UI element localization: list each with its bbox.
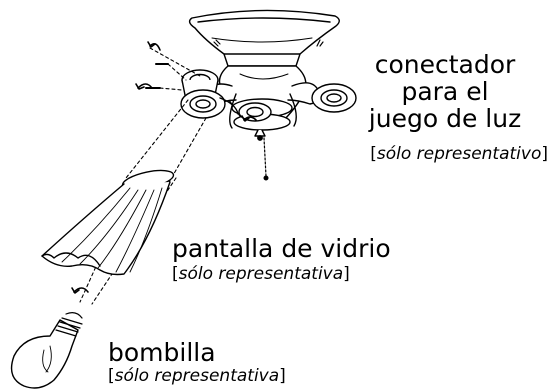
connector-note-text: sólo representativo: [376, 144, 542, 164]
socket-left: [180, 89, 239, 119]
shade-label: pantalla de vidrio: [172, 234, 391, 263]
connector-label-line2: para el: [401, 77, 489, 106]
shade-note-open: [: [172, 264, 179, 284]
rotate-arrows: [71, 41, 257, 294]
shade-note-text: sólo representativa: [178, 264, 344, 284]
bulb-note-close: ]: [279, 366, 286, 386]
glass-shade: [41, 169, 175, 276]
screws: [145, 63, 169, 89]
connector-label: conectador para el juego de luz: [340, 52, 550, 131]
connector-label-line1: conectador: [374, 50, 516, 79]
bulb-label: bombilla: [108, 338, 216, 367]
socket-right: [311, 83, 357, 113]
bulb-note-open: [: [108, 366, 115, 386]
socket-bottom: [238, 102, 272, 122]
connector-note-close: ]: [541, 144, 548, 164]
fan-housing: [188, 9, 340, 67]
light-bulb: [10, 312, 83, 389]
connector-note: [sólo representativo]: [318, 146, 548, 163]
connector-note-open: [: [370, 144, 377, 164]
connector-body: [218, 65, 307, 181]
shade-note-close: ]: [343, 264, 350, 284]
bulb-note-text: sólo representativa: [114, 366, 280, 386]
connector-label-line3: juego de luz: [368, 104, 522, 133]
shade-note: [sólo representativa]: [172, 266, 350, 283]
bulb-note: [sólo representativa]: [108, 368, 286, 385]
